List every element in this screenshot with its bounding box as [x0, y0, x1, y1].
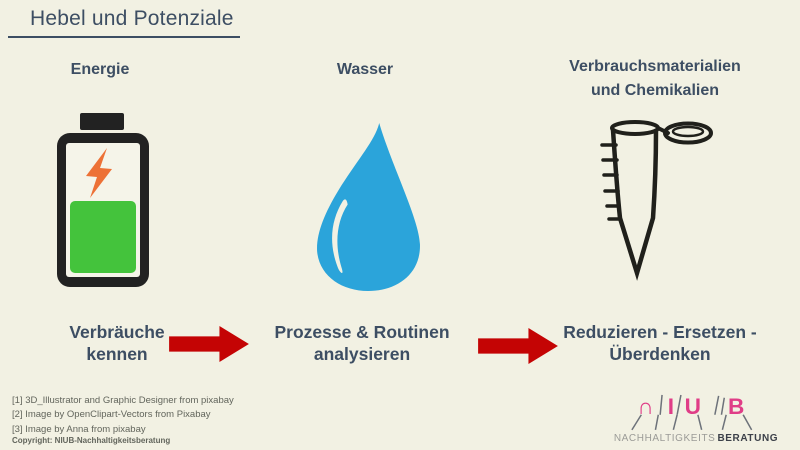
test-tube-icon: [592, 114, 727, 294]
footnote-line: [1] 3D_Illustrator and Graphic Designer …: [12, 395, 234, 406]
action-line: kennen: [86, 344, 148, 364]
header-line: Energie: [70, 61, 130, 78]
action-line: Überdenken: [609, 344, 711, 364]
copyright-text: Copyright: NIUB-Nachhaltigkeitsberatung: [12, 436, 171, 445]
header-line: Verbrauchsmaterialien: [569, 58, 741, 75]
action-text-reduzieren-ersetzen: Reduzieren - Ersetzen - Überdenken: [543, 321, 777, 365]
flow-arrow-icon: [478, 327, 558, 365]
footnote-line: [3] Image by Anna from pixabay: [12, 423, 146, 435]
action-line: Reduzieren - Ersetzen -: [563, 322, 757, 342]
page-title: Hebel und Potenziale: [30, 7, 234, 30]
flow-arrow-icon: [169, 325, 249, 363]
footnote-line: [2] Image by OpenClipart-Vectors from Pi…: [12, 409, 211, 421]
action-line: Prozesse & Routinen: [274, 322, 450, 342]
header-line: und Chemikalien: [590, 82, 720, 99]
svg-text:B: B: [728, 394, 744, 419]
logo-letters: ∩ I U B: [631, 394, 753, 431]
action-text-prozesse-analysieren: Prozesse & Routinen analysieren: [253, 321, 471, 365]
battery-icon: [57, 113, 149, 287]
logo-subtitle-light: NACHHALTIGKEITS: [613, 433, 716, 444]
svg-text:U: U: [685, 394, 701, 419]
column-header-verbrauchsmaterialien: Verbrauchsmaterialien und Chemikalien: [540, 55, 770, 103]
title-underline: [8, 36, 240, 38]
column-header-wasser: Wasser: [285, 58, 445, 82]
water-drop-icon: [311, 123, 423, 291]
header-line: Wasser: [336, 61, 394, 78]
logo-subtitle-bold: BERATUNG: [717, 433, 779, 444]
svg-text:I: I: [668, 394, 674, 419]
lightning-bolt-icon: [86, 148, 112, 198]
action-line: Verbräuche: [69, 322, 165, 342]
column-header-energie: Energie: [20, 58, 180, 82]
svg-text:∩: ∩: [638, 394, 654, 419]
action-text-verbraeuche-kennen: Verbräuche kennen: [18, 321, 216, 365]
action-line: analysieren: [313, 344, 411, 364]
image-credits: [1] 3D_Illustrator and Graphic Designer …: [12, 394, 234, 437]
